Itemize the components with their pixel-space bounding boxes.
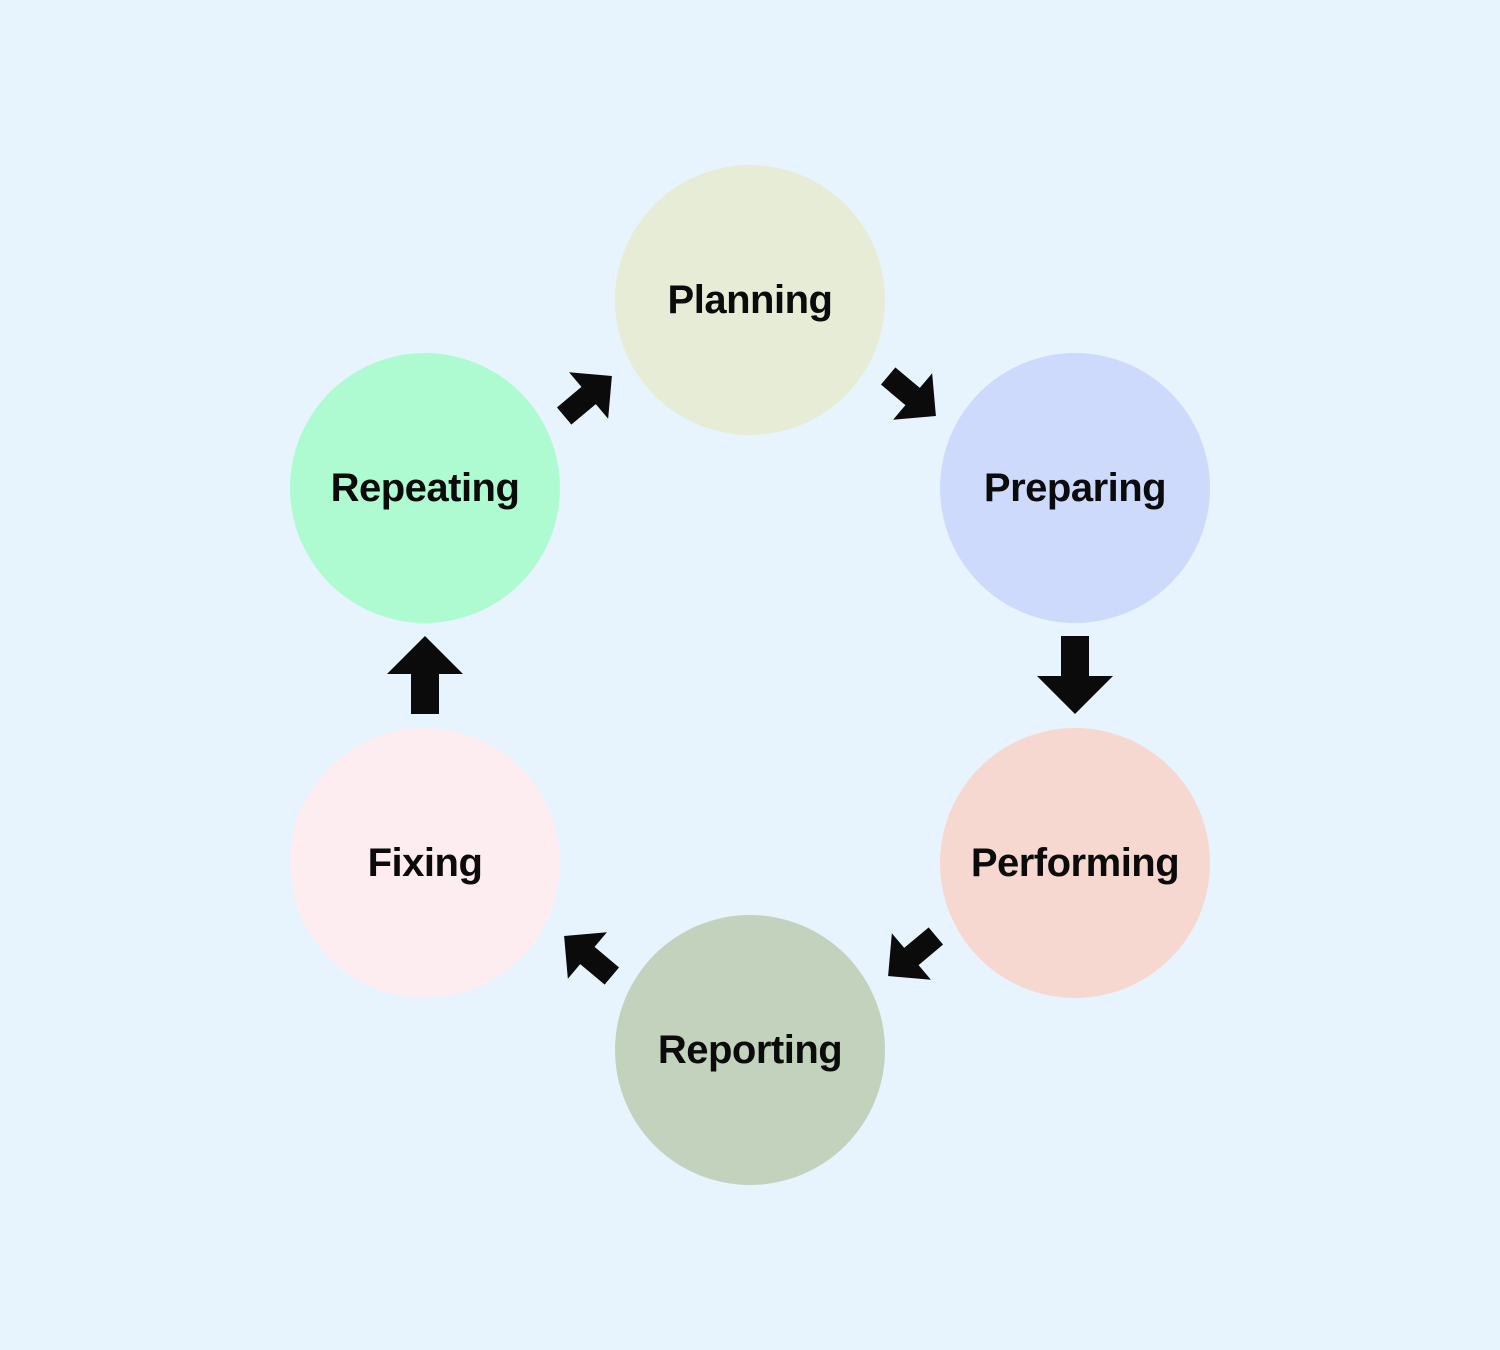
arrow-performing-to-reporting-icon <box>888 927 944 980</box>
node-preparing: Preparing <box>940 353 1210 623</box>
node-repeating-label: Repeating <box>330 465 520 510</box>
node-planning-label: Planning <box>667 277 833 322</box>
node-performing: Performing <box>940 728 1210 998</box>
arrow-preparing-to-performing-icon <box>1037 636 1113 714</box>
arrow-reporting-to-fixing-icon <box>564 932 620 985</box>
node-repeating: Repeating <box>290 353 560 623</box>
arrow-repeating-to-planning-icon <box>556 372 612 425</box>
node-reporting-label: Reporting <box>657 1027 843 1072</box>
node-performing-label: Performing <box>970 840 1180 885</box>
node-reporting: Reporting <box>615 915 885 1185</box>
node-fixing-label: Fixing <box>367 840 483 885</box>
node-planning: Planning <box>615 165 885 435</box>
node-preparing-label: Preparing <box>983 465 1167 510</box>
arrow-fixing-to-repeating-icon <box>387 636 463 714</box>
arrow-planning-to-preparing-icon <box>880 367 936 420</box>
node-fixing: Fixing <box>290 728 560 998</box>
